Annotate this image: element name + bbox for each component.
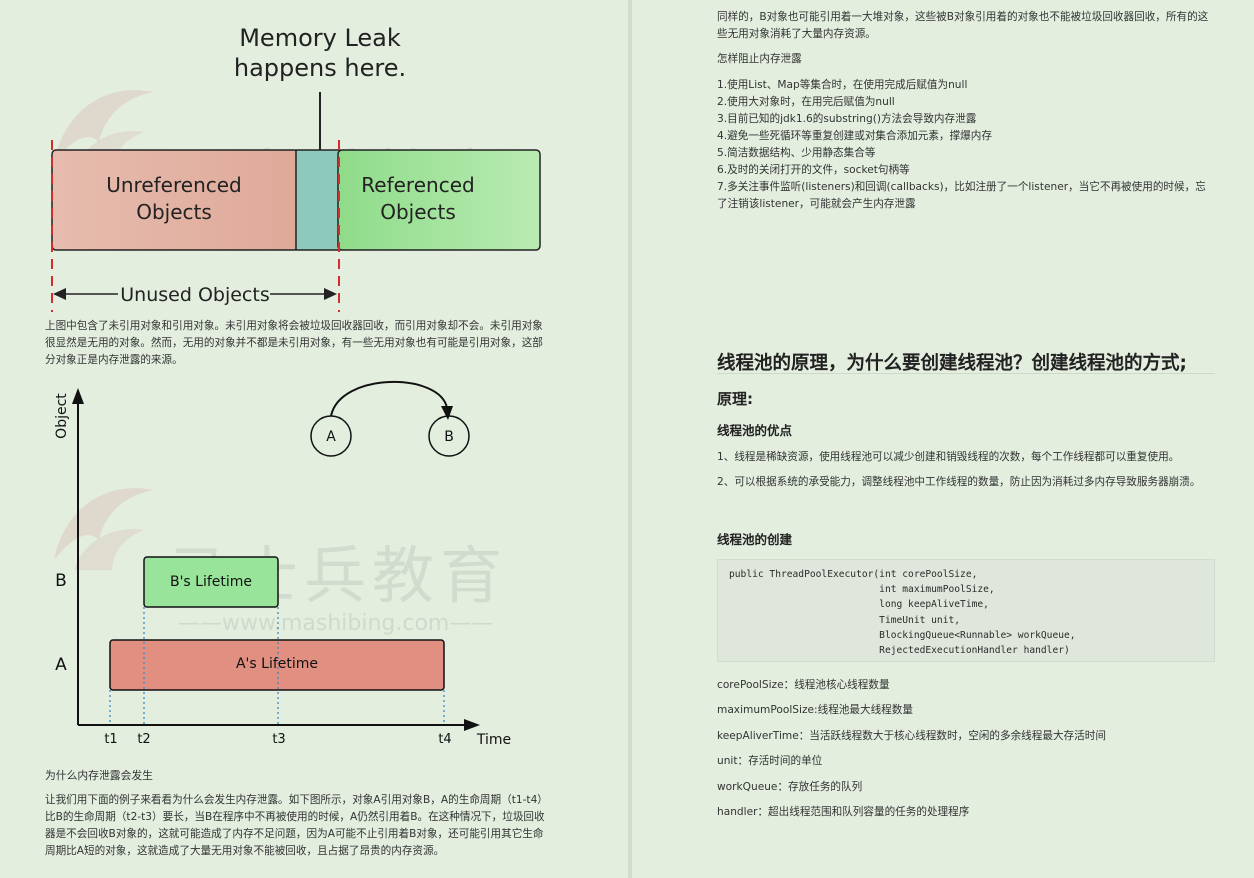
x-axis-label: Time (476, 732, 511, 748)
unused-arrowhead-right (324, 288, 337, 300)
code-line: TimeUnit unit, (729, 614, 961, 626)
page-gutter (628, 0, 632, 878)
param-handler: handler：超出线程范围和队列容量的任务的处理程序 (717, 806, 970, 818)
unref-label-2: Objects (136, 200, 212, 224)
unused-arrowhead-left (53, 288, 66, 300)
annotation-line2: happens here. (234, 54, 406, 82)
list-item: 6.及时的关闭打开的文件，socket句柄等 (717, 164, 910, 176)
code-line: RejectedExecutionHandler handler) (729, 645, 1070, 657)
thread-pool-title: 线程池的原理，为什么要创建线程池？创建线程池的方式; (717, 353, 1187, 374)
ref-label-2: Objects (380, 200, 456, 224)
right-heading-prevent: 怎样阻止内存泄露 (717, 53, 802, 65)
list-item: 4.避免一些死循环等重复创建或对集合添加元素，撑爆内存 (717, 130, 992, 142)
list-item: 5.简洁数据结构、少用静态集合等 (717, 147, 876, 159)
y-axis-label: Object (54, 393, 70, 439)
advantage-1: 1、线程是稀缺资源，使用线程池可以减少创建和销毁线程的次数，每个工作线程都可以重… (717, 451, 1180, 463)
code-line: BlockingQueue<Runnable> workQueue, (729, 629, 1076, 641)
principle-heading: 原理: (717, 390, 753, 408)
b-lifetime-bar (143, 556, 279, 608)
reference-arc-arrowhead (441, 406, 453, 420)
advantages-heading: 线程池的优点 (717, 423, 793, 438)
row-b-label: B (55, 571, 67, 591)
reference-arc (330, 381, 448, 417)
list-item: 3.目前已知的jdk1.6的substring()方法会导致内存泄露 (717, 113, 977, 125)
a-lifetime-bar (109, 639, 445, 691)
a-lifetime-label: A's Lifetime (236, 656, 318, 672)
x-axis-arrowhead (464, 719, 480, 731)
code-line: int maximumPoolSize, (729, 584, 995, 596)
right-paragraph-1: 同样的，B对象也可能引用着一大堆对象，这些被B对象引用着的对象也不能被垃圾回收器… (717, 11, 1209, 40)
tick-t4: t4 (438, 732, 451, 747)
tick-t3: t3 (272, 732, 285, 747)
left-heading-why-leak: 为什么内存泄露会发生 (45, 769, 153, 782)
list-item: 了注销该listener，可能就会产生内存泄露 (717, 198, 916, 210)
unused-objects-label: Unused Objects (120, 284, 269, 306)
lifetime-diagram: Object Time A B B A B's Lifetime A's Lif… (54, 381, 511, 748)
ref-label-1: Referenced (361, 173, 474, 197)
node-b-label: B (444, 429, 454, 445)
left-page (0, 0, 628, 878)
prevent-list: 1.使用List、Map等集合时，在使用完成后赋值为null 2.使用大对象时，… (717, 77, 1217, 213)
param-unit: unit：存活时间的单位 (717, 755, 823, 767)
param-keep-alive-time: keepAliverTime：当活跃线程数大于核心线程数时，空闲的多余线程最大存… (717, 730, 1106, 742)
advantage-2: 2、可以根据系统的承受能力，调整线程池中工作线程的数量，防止因为消耗过多内存导致… (717, 476, 1201, 488)
node-a-label: A (326, 429, 336, 445)
list-item: 1.使用List、Map等集合时，在使用完成后赋值为null (717, 79, 968, 91)
memory-leak-region (295, 149, 341, 251)
y-axis-arrowhead (72, 388, 84, 404)
annotation-line1: Memory Leak (239, 24, 401, 52)
code-line: public ThreadPoolExecutor(int corePoolSi… (729, 569, 978, 580)
watermark-logo-icon-2 (54, 488, 154, 570)
creation-heading: 线程池的创建 (717, 532, 793, 547)
tick-t2: t2 (137, 732, 150, 747)
param-maximum-pool-size: maximumPoolSize:线程池最大线程数量 (717, 704, 913, 716)
list-item: 7.多关注事件监听(listeners)和回调(callbacks)，比如注册了… (717, 181, 1206, 193)
left-paragraph-2: 让我们用下面的例子来看看为什么会发生内存泄露。如下图所示，对象A引用对象B，A的… (45, 794, 545, 857)
param-work-queue: workQueue：存放任务的队列 (717, 781, 863, 793)
b-lifetime-label: B's Lifetime (170, 574, 252, 590)
code-block: public ThreadPoolExecutor(int corePoolSi… (717, 559, 1215, 662)
memory-leak-diagram: Memory Leak happens here. Unreferenced O… (51, 24, 541, 312)
row-a-label: A (55, 655, 67, 675)
left-paragraph-1: 上图中包含了未引用对象和引用对象。未引用对象将会被垃圾回收器回收，而引用对象却不… (45, 320, 543, 366)
code-line: long keepAliveTime, (729, 599, 989, 611)
title-divider (717, 373, 1215, 374)
unref-label-1: Unreferenced (106, 173, 242, 197)
tick-t1: t1 (104, 732, 117, 747)
list-item: 2.使用大对象时，在用完后赋值为null (717, 96, 895, 108)
param-core-pool-size: corePoolSize：线程池核心线程数量 (717, 679, 890, 691)
right-page (632, 0, 1254, 878)
